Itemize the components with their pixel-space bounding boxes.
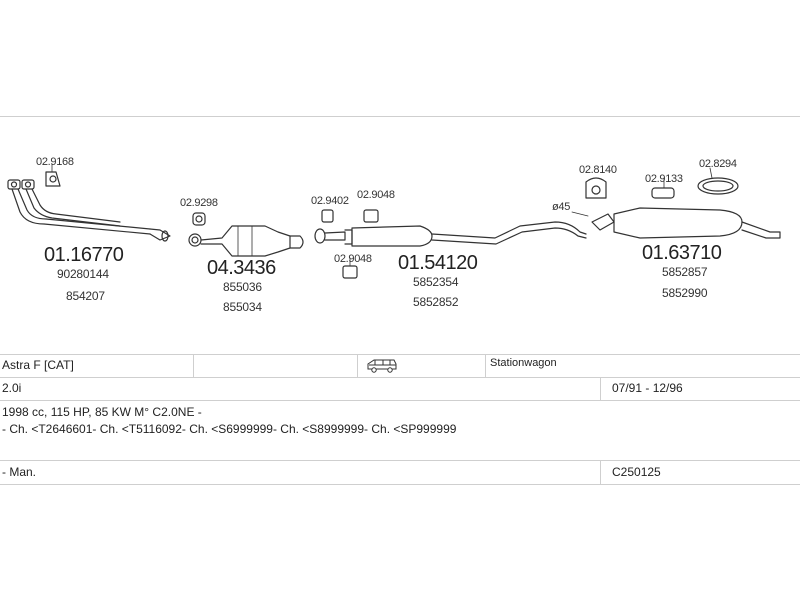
frame-top-line xyxy=(0,116,800,117)
part-label: 02.8140 xyxy=(579,164,617,176)
middle-silencer-part xyxy=(314,209,587,279)
rear-silencer-part xyxy=(571,167,781,239)
part-label: 02.9048 xyxy=(357,189,395,201)
oem-number: 855034 xyxy=(223,300,262,314)
part-number: 01.54120 xyxy=(398,252,478,274)
years-cell: 07/91 - 12/96 xyxy=(612,381,683,395)
engine-cell: 2.0i xyxy=(2,381,22,395)
chassis-cell: - Ch. <T2646601- Ch. <T5116092- Ch. <S69… xyxy=(2,422,457,436)
oem-number: 5852990 xyxy=(662,286,708,300)
part-label: 02.9168 xyxy=(36,156,74,168)
pipe-diameter-label: ø45 xyxy=(552,201,571,213)
code-cell: C250125 xyxy=(612,465,661,479)
oem-number: 854207 xyxy=(66,289,105,303)
part-number: 01.16770 xyxy=(44,244,124,266)
model-cell: Astra F [CAT] xyxy=(2,358,74,372)
front-pipe-part xyxy=(7,163,171,242)
part-number: 01.63710 xyxy=(642,242,722,264)
oem-number: 5852354 xyxy=(413,275,459,289)
body-type-cell: Stationwagon xyxy=(490,357,557,369)
part-label: 02.8294 xyxy=(699,158,737,170)
part-label: 02.9402 xyxy=(311,195,349,207)
part-number: 04.3436 xyxy=(207,257,276,279)
part-label: 02.9298 xyxy=(180,197,218,209)
catalytic-converter-part xyxy=(188,212,304,257)
oem-number: 855036 xyxy=(223,280,262,294)
oem-number: 5852857 xyxy=(662,265,708,279)
oem-number: 90280144 xyxy=(57,267,109,281)
oem-number: 5852852 xyxy=(413,295,459,309)
engine-details-cell: 1998 cc, 115 HP, 85 KW M° C2.0NE - xyxy=(2,405,202,419)
station-wagon-icon xyxy=(366,358,398,374)
part-label: 02.9133 xyxy=(645,173,683,185)
gearbox-cell: - Man. xyxy=(2,465,37,479)
part-label: 02.9048 xyxy=(334,253,372,265)
